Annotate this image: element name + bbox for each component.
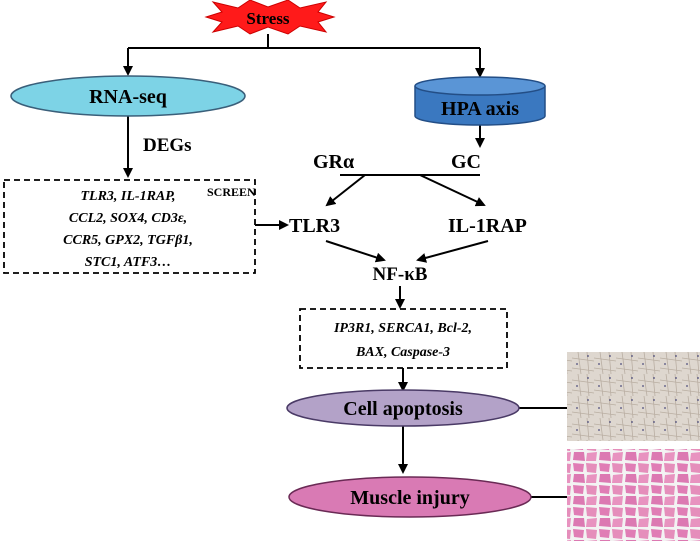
muscle-injury-node <box>288 476 532 518</box>
gc-label: GC <box>451 151 481 173</box>
hpa-axis-node <box>414 76 546 126</box>
gene-line: CCL2, SOX4, CD3ε, <box>69 211 187 226</box>
cell-apoptosis-node <box>286 389 520 427</box>
rna-seq-node <box>10 75 246 117</box>
rna-seq-label: RNA-seq <box>89 86 167 108</box>
apoptosis-gene-line: BAX, Caspase-3 <box>355 345 450 360</box>
cell-apoptosis-label: Cell apoptosis <box>343 398 463 420</box>
il1rap-label: IL-1RAP <box>448 215 527 237</box>
arrow-to-tlr3 <box>325 174 366 207</box>
gene-line: CCR5, GPX2, TGFβ1, <box>63 233 193 248</box>
hpa-axis-label: HPA axis <box>441 98 519 120</box>
connectors <box>123 34 567 498</box>
degs-label: DEGs <box>143 135 192 156</box>
stress-label: Stress <box>246 9 290 28</box>
stress-burst <box>204 0 336 35</box>
gene-line: STC1, ATF3… <box>85 255 172 270</box>
tlr3-label: TLR3 <box>289 215 340 237</box>
gene-line: TLR3, IL-1RAP, <box>80 189 175 204</box>
apoptosis-gene-box <box>299 308 508 369</box>
arrow-tlr3-nfkb <box>325 240 386 263</box>
gene-list-box <box>3 179 256 274</box>
apoptosis-gene-line: IP3R1, SERCA1, Bcl-2, <box>333 321 472 336</box>
muscle-injury-label: Muscle injury <box>350 487 469 509</box>
arrow-to-il1rap <box>419 174 486 207</box>
he-stain-micrograph <box>567 449 700 541</box>
nfkb-label: NF-κB <box>373 264 428 285</box>
screen-label: SCREEN <box>207 185 256 199</box>
tunel-micrograph <box>567 352 700 441</box>
arrow-il1rap-nfkb <box>416 240 489 263</box>
gr-alpha-label: GRα <box>313 151 354 173</box>
